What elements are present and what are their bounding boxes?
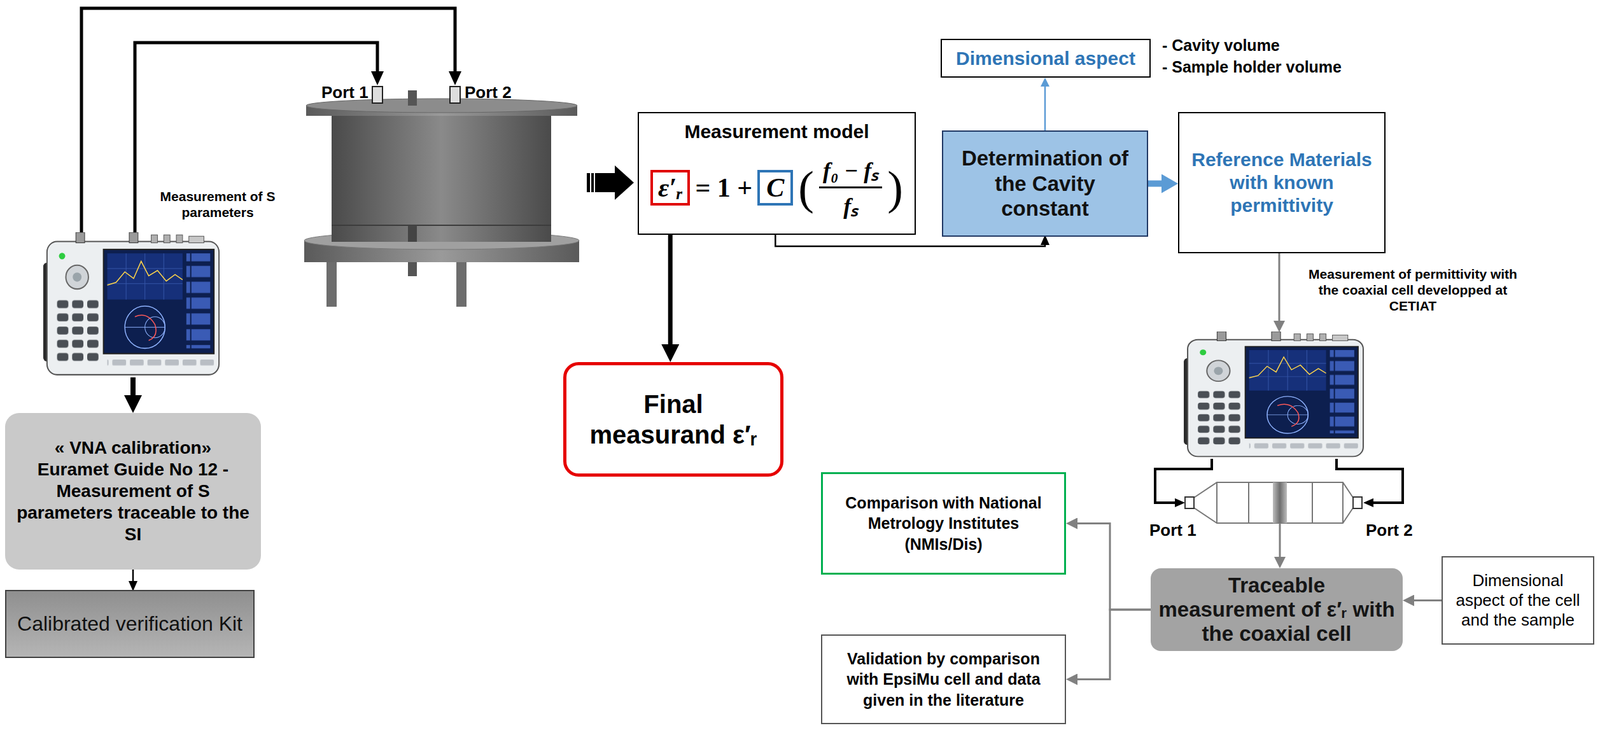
cavity-rod [407,225,417,242]
box-text: Comparison with National Metrology Insti… [831,492,1056,555]
measurand-highlight: ε′ᵣ [650,169,690,206]
fraction-denominator: fₛ [843,188,858,221]
result-box: Final measurand ε′ᵣ [563,362,784,477]
cavity-illustration [304,86,580,307]
comparison-arrow [1077,523,1151,610]
kit-arrow [132,569,135,582]
validation-arrow [1077,609,1151,680]
connectors [133,86,1442,680]
fraction-numerator: f₀ − fₛ [819,154,883,189]
calibration-box: « VNA calibration» Euramet Guide No 12 -… [5,413,261,570]
caption-text: Measurement of permittivity with the coa… [1301,266,1525,315]
cell-port [1353,497,1362,509]
process-box: Determination of the Cavity constant [941,130,1149,237]
box-text: Dimensional aspect [955,47,1136,71]
reference-arrow [1148,180,1162,188]
aspect-box: Dimensional aspect [940,38,1151,78]
box-text: « VNA calibration» Euramet Guide No 12 -… [16,437,250,547]
cavity-body [331,112,552,242]
cavity-leg [326,259,337,307]
flow-arrow [130,377,136,396]
block-arrow [586,165,634,200]
cavity-port [449,86,461,104]
box-text: Validation by comparison with EpsiMu cel… [831,648,1056,711]
note-text: - Sample holder volume [1162,57,1342,77]
model-title: Measurement model [684,120,869,143]
coaxial-cell-body [1193,482,1354,524]
box-text: Determination of the Cavity constant [952,145,1138,222]
cavity-port [372,86,383,104]
coaxial-cell [1185,482,1362,524]
block-arrow [586,173,615,193]
kit-box: Calibrated verification Kit [5,589,255,659]
sample [1272,482,1287,524]
cavity-leg [456,259,467,307]
cell-port [1185,497,1194,509]
constant-highlight: C [757,169,793,206]
aspect-arrow [1044,86,1047,131]
box-text: Traceable measurement of ε′ᵣ with the co… [1158,573,1396,646]
fraction: f₀ − fₛfₛ [819,154,883,221]
box-text: ε′ᵣ [658,172,683,204]
box-text: Final measurand ε′ᵣ [585,388,762,450]
coaxial-cell-section [1216,482,1343,524]
formula-bracket: ( [798,164,815,212]
vna-instrument [43,232,219,375]
formula-text: = 1 + [694,172,753,204]
cavity-rod [407,90,417,106]
formula-bracket: ) [887,164,904,212]
comparison-box: Comparison with National Metrology Insti… [821,472,1067,575]
note-text: - Cavity volume [1162,35,1280,55]
block-arrow [590,173,595,193]
box-text: C [766,172,785,204]
port-label: Port 2 [1365,520,1413,541]
model-box: f₀ − fₛfₛ = 1 + () ε′ᵣ C Measurement model [637,112,916,235]
box-text: Calibrated verification Kit [17,611,243,636]
box-text: Reference Materials with known permittiv… [1188,148,1376,218]
reference-box: Reference Materials with known permittiv… [1178,112,1386,254]
block-arrow [614,165,634,200]
port-label: Port 1 [321,82,369,103]
traceable-box: Traceable measurement of ε′ᵣ with the co… [1150,568,1403,652]
flow-line [1279,523,1282,557]
port-label: Port 2 [464,82,512,103]
box-text: Dimensional aspect of the cell and the s… [1451,570,1585,631]
caption-text: Measurement of S parameters [150,188,286,221]
aspect-arrow [1414,599,1442,602]
aspect-box: Dimensional aspect of the cell and the s… [1441,556,1595,645]
flow-line [1278,253,1281,321]
cavity-seam [331,224,552,226]
formula-row: f₀ − fₛfₛ = 1 + () ε′ᵣ C [650,154,904,221]
validation-box: Validation by comparison with EpsiMu cel… [821,634,1067,725]
port-label: Port 1 [1149,520,1197,541]
vna-instrument [1183,331,1364,457]
